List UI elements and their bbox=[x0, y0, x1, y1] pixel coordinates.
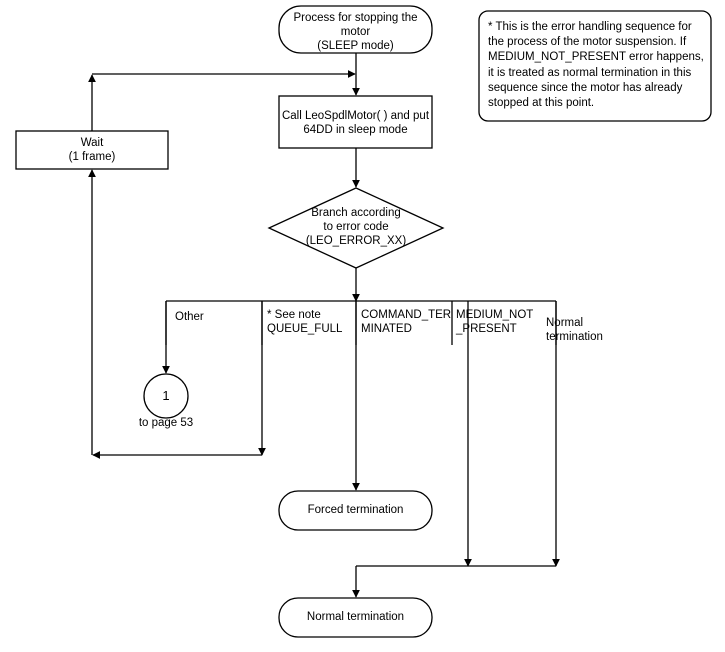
branch-label-command-terminated: COMMAND_TER MINATED bbox=[361, 309, 452, 335]
branch-label-normal-termination: Normal termination bbox=[546, 317, 603, 343]
note-box-shape bbox=[478, 10, 712, 122]
offpage-connector-shape bbox=[143, 373, 189, 419]
branch-label-medium-not-present: MEDIUM_NOT _PRESENT bbox=[456, 309, 534, 335]
decision-diamond-shape bbox=[267, 187, 445, 269]
normal-termination-shape bbox=[278, 597, 433, 638]
offpage-connector-number: 1 bbox=[162, 388, 170, 403]
branch-label-other: Other bbox=[175, 311, 204, 323]
note-box-label: * This is the error handling sequence fo… bbox=[488, 21, 704, 110]
offpage-connector-caption: to page 53 bbox=[138, 417, 194, 429]
process-box-shape bbox=[278, 95, 433, 149]
start-terminal-shape bbox=[278, 5, 433, 54]
forced-termination-shape bbox=[278, 490, 433, 531]
branch-label-queue-full: * See note QUEUE_FULL bbox=[267, 309, 343, 335]
wait-box-shape bbox=[15, 130, 169, 170]
